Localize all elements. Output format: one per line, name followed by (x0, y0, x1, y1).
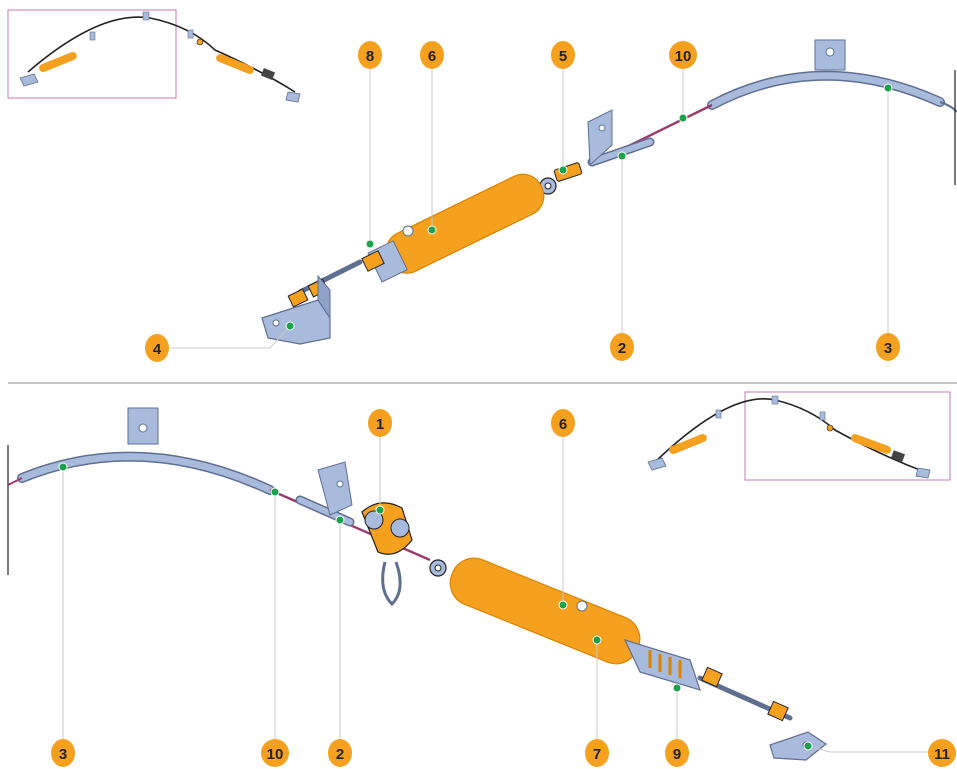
callout-5: 5 (551, 41, 575, 69)
spring-housing (623, 639, 701, 691)
svg-text:2: 2 (618, 340, 626, 357)
callout-4: 4 (145, 334, 169, 362)
traveller-device (361, 502, 413, 607)
curved-rail (708, 72, 944, 109)
absorber-cylinder-top (367, 173, 545, 283)
svg-text:7: 7 (593, 746, 601, 763)
callout-7: 7 (585, 739, 609, 767)
callout-2-bottom: 2 (328, 739, 352, 767)
svg-text:6: 6 (428, 48, 436, 65)
curved-rail (18, 453, 274, 494)
system-overview-icon (647, 395, 931, 479)
svg-text:4: 4 (153, 341, 162, 358)
system-overview-icon (19, 11, 301, 103)
callout-10-bottom: 10 (261, 739, 289, 767)
svg-text:1: 1 (376, 416, 384, 433)
callout-6: 6 (420, 41, 444, 69)
svg-text:6: 6 (559, 416, 567, 433)
markers-top (285, 83, 893, 331)
leader-lines-top (170, 66, 889, 349)
svg-text:10: 10 (267, 746, 284, 763)
top-assembly: 8 6 5 10 4 2 3 (145, 39, 957, 362)
inset-highlight-frame (744, 391, 951, 481)
anchor-plate-bottom (769, 731, 828, 761)
svg-text:8: 8 (366, 48, 374, 65)
connector-top (553, 162, 583, 182)
svg-text:11: 11 (934, 746, 950, 763)
bottom-assembly: 1 6 3 10 2 7 9 11 (7, 407, 956, 767)
svg-text:9: 9 (673, 746, 681, 763)
anchor-plate-top (261, 299, 331, 345)
callout-8: 8 (358, 41, 382, 69)
callout-9: 9 (665, 739, 689, 767)
svg-text:5: 5 (559, 48, 567, 65)
leader-lines-bottom (62, 436, 940, 753)
post-bracket-top (587, 109, 613, 167)
callout-1: 1 (368, 409, 392, 437)
callout-2: 2 (610, 333, 634, 361)
callout-3-bottom: 3 (51, 739, 75, 767)
absorber-cylinder-bottom (449, 557, 641, 665)
inset-highlight-frame (7, 9, 177, 99)
callout-6-bottom: 6 (551, 409, 575, 437)
callout-10: 10 (669, 41, 697, 69)
post-bracket-bottom (317, 461, 353, 516)
markers-bottom (58, 462, 813, 751)
callout-11: 11 (928, 739, 956, 767)
overview-inset-top (7, 9, 301, 103)
svg-text:10: 10 (675, 48, 692, 65)
svg-text:3: 3 (884, 340, 892, 357)
callout-3: 3 (876, 333, 900, 361)
svg-text:3: 3 (59, 746, 67, 763)
overview-inset-bottom (647, 391, 951, 481)
svg-text:2: 2 (336, 746, 344, 763)
